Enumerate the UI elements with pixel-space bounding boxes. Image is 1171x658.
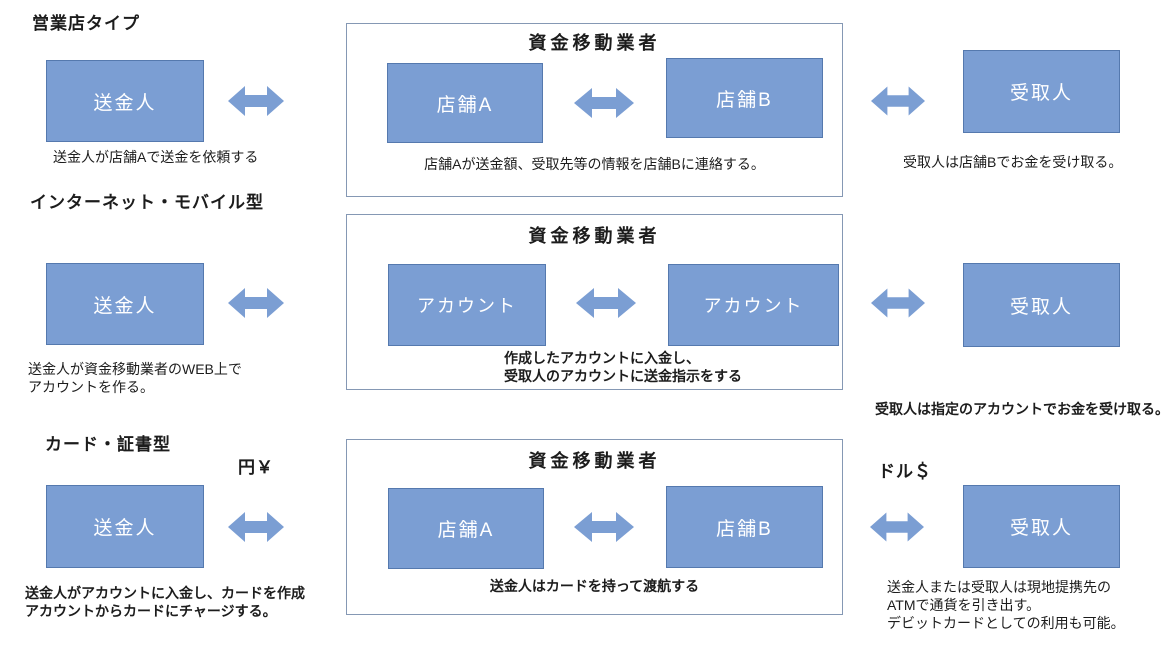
receiver-caption: 受取人は店舗Bでお金を受け取る。: [903, 154, 1123, 170]
sender-box-label: 送金人: [93, 518, 157, 539]
receiver-caption-line: 送金人または受取人は現地提携先の: [887, 579, 1111, 595]
operator-container: 資金移動業者 アカウント アカウント 作成したアカウントに入金し、 受取人のアカ…: [346, 214, 843, 390]
operator-container: 資金移動業者 店舗A 店舗B 店舗Aが送金額、受取先等の情報を店舗Bに連絡する。: [346, 23, 843, 197]
operator-left-box: 店舗A: [388, 488, 544, 569]
row-internet-mobile-type: インターネット・モバイル型 送金人 資金移動業者 アカウント アカウント 作成し…: [0, 188, 1171, 428]
operator-right-box-label: アカウント: [703, 296, 804, 316]
operator-right-box-label: 店舗B: [716, 89, 773, 111]
receiver-caption: 送金人または受取人は現地提携先の ATMで通貨を引き出す。 デビットカードとして…: [887, 578, 1125, 632]
receiver-caption-line: デビットカードとしての利用も可能。: [887, 615, 1125, 631]
sender-box-label: 送金人: [93, 295, 157, 317]
operator-left-box: 店舗A: [387, 63, 543, 143]
operator-container: 資金移動業者 店舗A 店舗B 送金人はカードを持って渡航する: [346, 439, 843, 615]
operator-right-box: 店舗B: [666, 486, 823, 568]
operator-right-box-label: 店舗B: [716, 518, 773, 540]
double-arrow-icon: [870, 512, 924, 542]
row-branch-type: 営業店タイプ 送金人 資金移動業者 店舗A 店舗B 店舗Aが送金額、受取先等の情…: [0, 0, 1171, 210]
sender-caption: 送金人が店舗Aで送金を依頼する: [53, 149, 259, 165]
operator-caption: 作成したアカウントに入金し、 受取人のアカウントに送金指示をする: [504, 349, 742, 385]
row-heading: 営業店タイプ: [32, 14, 140, 33]
sender-box: 送金人: [46, 60, 204, 142]
receiver-box: 受取人: [963, 485, 1120, 568]
currency-label-yen: 円￥: [238, 458, 274, 477]
operator-left-box: アカウント: [388, 264, 546, 346]
row-card-certificate-type: カード・証書型 円￥ ドル＄ 送金人 資金移動業者 店舗A 店舗B 送金人はカー…: [0, 428, 1171, 658]
operator-left-box-label: アカウント: [417, 296, 517, 316]
double-arrow-icon: [228, 86, 284, 116]
sender-box-label: 送金人: [93, 92, 157, 114]
operator-right-box: アカウント: [668, 264, 839, 346]
operator-left-box-label: 店舗A: [436, 94, 494, 116]
operator-caption: 店舗Aが送金額、受取先等の情報を店舗Bに連絡する。: [424, 156, 765, 172]
operator-right-box: 店舗B: [666, 58, 823, 138]
operator-caption-line: 作成したアカウントに入金し、: [504, 350, 700, 366]
sender-box: 送金人: [46, 485, 204, 568]
double-arrow-icon: [574, 88, 634, 118]
double-arrow-icon: [574, 512, 634, 542]
double-arrow-icon: [871, 86, 925, 116]
operator-caption: 送金人はカードを持って渡航する: [489, 578, 700, 594]
double-arrow-icon: [871, 288, 925, 318]
operator-title: 資金移動業者: [528, 226, 661, 246]
sender-caption-line: アカウントを作る。: [28, 379, 154, 395]
receiver-box: 受取人: [963, 263, 1120, 347]
double-arrow-icon: [228, 288, 284, 318]
row-heading: カード・証書型: [45, 435, 171, 454]
sender-caption-line: 送金人が資金移動業者のWEB上で: [28, 361, 242, 377]
sender-box: 送金人: [46, 263, 204, 345]
receiver-caption: 受取人は指定のアカウントでお金を受け取る。: [875, 401, 1169, 417]
operator-title: 資金移動業者: [528, 33, 661, 53]
sender-caption-line: 送金人がアカウントに入金し、カードを作成: [25, 585, 305, 601]
receiver-box-label: 受取人: [1009, 296, 1073, 318]
double-arrow-icon: [228, 512, 284, 542]
operator-caption-line: 受取人のアカウントに送金指示をする: [504, 368, 742, 384]
operator-left-box-label: 店舗A: [437, 520, 495, 541]
receiver-box-label: 受取人: [1009, 83, 1073, 104]
row-heading: インターネット・モバイル型: [30, 193, 264, 212]
currency-label-dollar: ドル＄: [878, 462, 932, 481]
operator-title: 資金移動業者: [528, 451, 661, 471]
receiver-box-label: 受取人: [1009, 518, 1073, 539]
sender-caption: 送金人がアカウントに入金し、カードを作成 アカウントからカードにチャージする。: [25, 584, 305, 620]
sender-caption: 送金人が資金移動業者のWEB上で アカウントを作る。: [28, 360, 242, 396]
sender-caption-line: アカウントからカードにチャージする。: [25, 603, 277, 619]
double-arrow-icon: [576, 288, 636, 318]
receiver-caption-line: ATMで通貨を引き出す。: [887, 597, 1041, 613]
receiver-box: 受取人: [963, 50, 1120, 133]
